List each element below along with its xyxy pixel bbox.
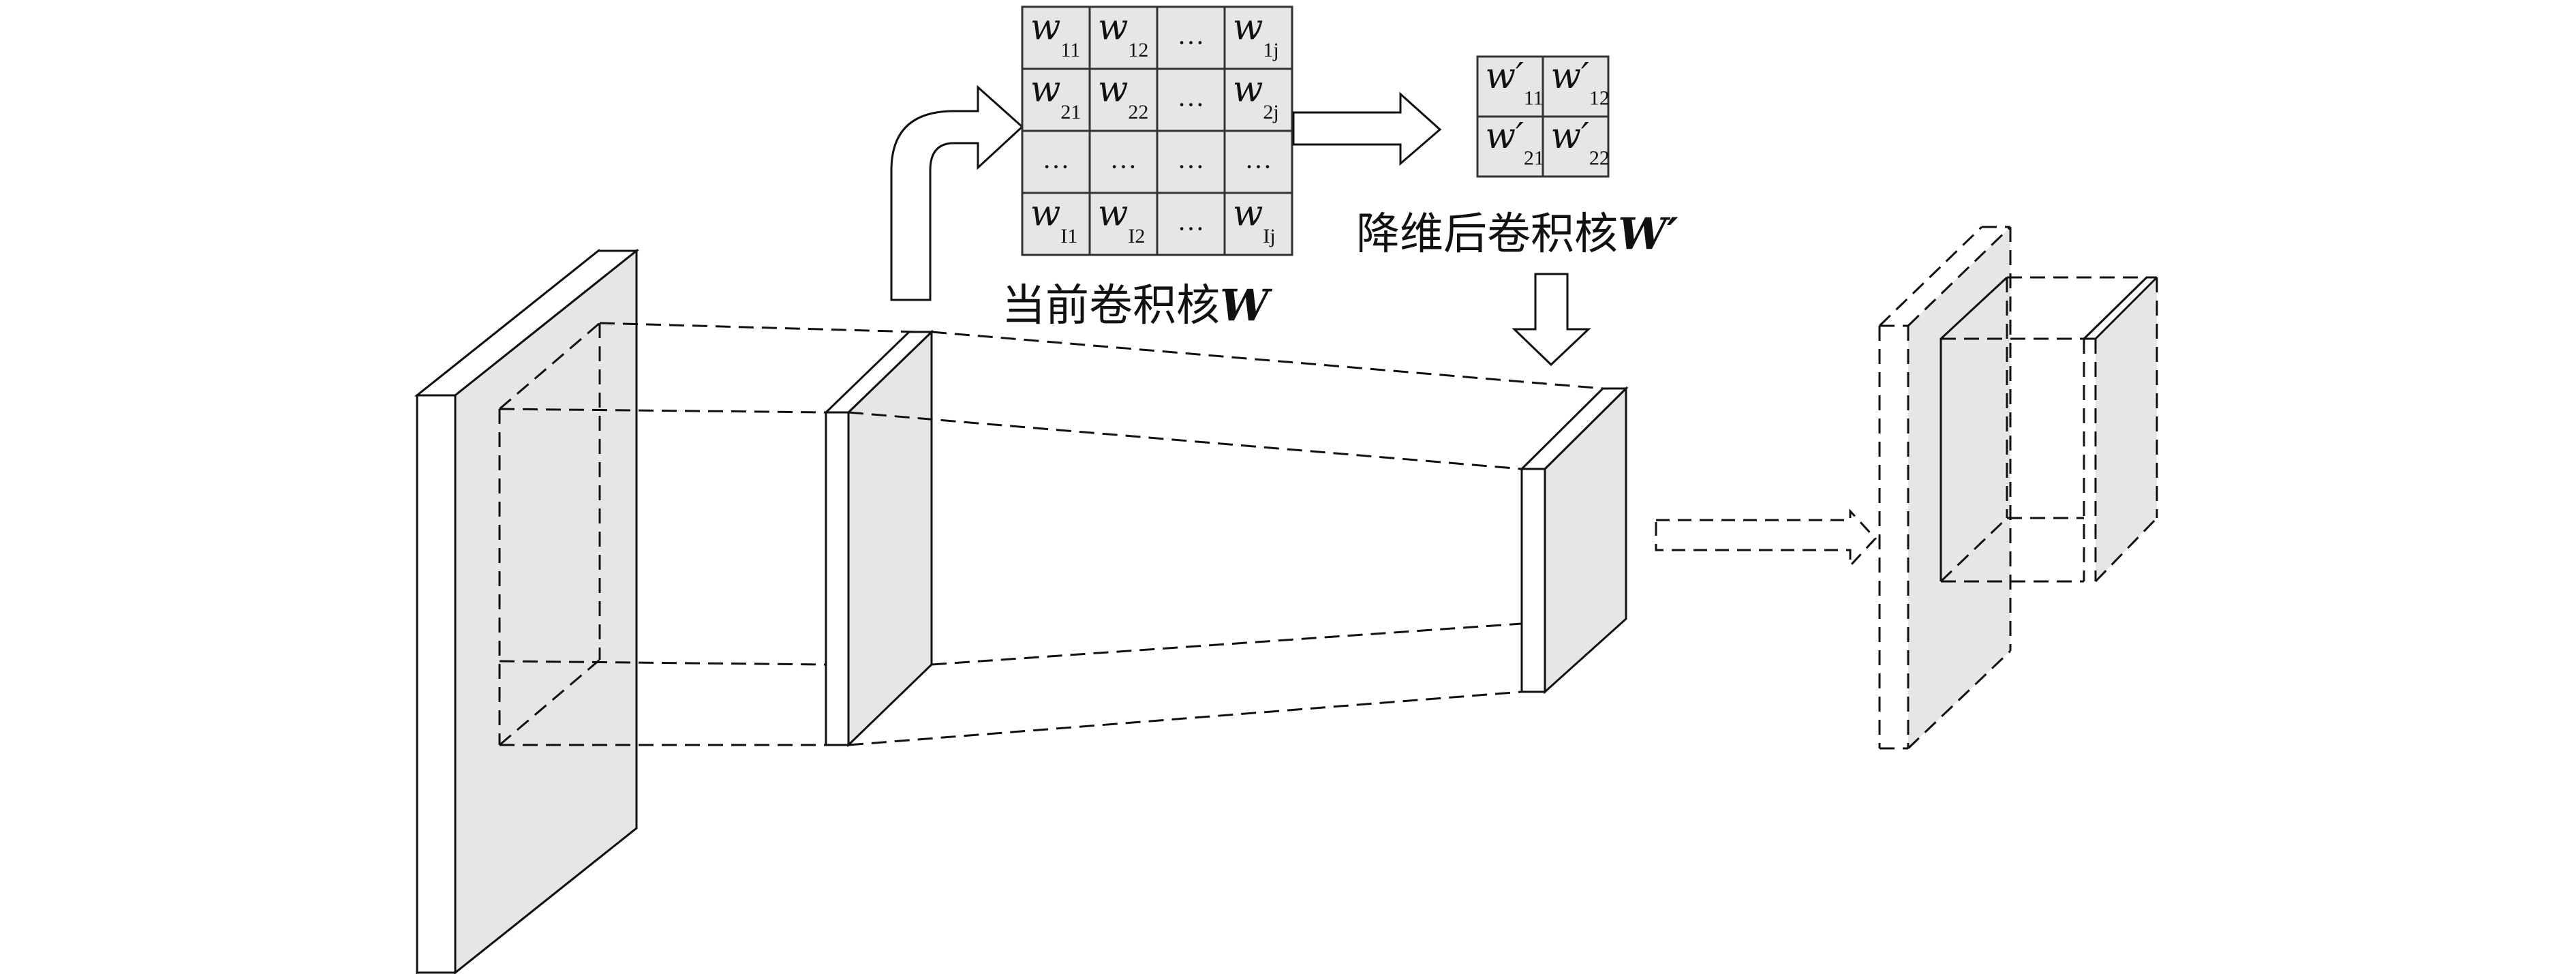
input-feature-block: [414, 248, 640, 974]
reduced-plate-edge: [1520, 468, 1546, 693]
matrix-w-cell-0-3: w1j: [1233, 7, 1279, 61]
matrix-w-reduced-cell-0-0: w′11: [1486, 56, 1544, 110]
matrix-w-cell-bg: [1223, 130, 1293, 194]
matrix-w-cell-1-1: w22: [1098, 69, 1149, 123]
matrix-w-reduced-cell-1-0: w′21: [1486, 116, 1544, 170]
arrow-to-reduced-matrix: [1292, 91, 1442, 166]
matrix-w-cell-bg: [1088, 5, 1159, 70]
output-feature-block: [1878, 226, 2012, 750]
matrix-w-reduced-cell-0-1: w′12: [1551, 56, 1610, 110]
matrix-w-cell-bg: [1021, 130, 1091, 194]
output-small-shaded-face: [2096, 277, 2157, 581]
matrix-w-cell-1-0: w21: [1030, 69, 1082, 123]
matrix-w-cell-bg: [1156, 130, 1226, 194]
down-arrow-to-reduced-plate: [1512, 273, 1591, 367]
matrix-w-cell-bg: [1223, 192, 1293, 256]
matrix-w-cell-2-3: …: [1245, 144, 1272, 174]
matrix-w-cell-3-0: wI1: [1030, 193, 1078, 247]
matrix-w-reduced-cell-bg: [1542, 115, 1610, 178]
matrix-w-cell-bg: [1021, 192, 1091, 256]
output-dashed-arrow: [1655, 508, 1877, 568]
matrix-w-cell-bg: [1223, 5, 1293, 70]
matrix-w-cell-3-3: wIj: [1233, 193, 1276, 247]
matrix-w-reduced: w′11w′12w′21w′22: [1476, 55, 1610, 178]
matrix-w-cell-2-2: …: [1178, 144, 1205, 174]
matrix-w-cell-bg: [1021, 67, 1091, 132]
matrix-w-cell-1-3: w2j: [1233, 69, 1279, 123]
matrix-w: w11 w12 … w1j w21 w22 … w2j … … … … wI1 wI2 … wIj: [1021, 5, 1293, 256]
reduced-kernel-caption: 降维后卷积核W′: [1356, 209, 1678, 260]
matrix-w-cell-0-1: w12: [1098, 7, 1149, 61]
current-kernel-caption: 当前卷积核W: [1002, 280, 1273, 331]
matrix-w-cell-2-0: …: [1043, 144, 1070, 174]
matrix-w-reduced-cell-bg: [1476, 115, 1544, 178]
matrix-w-cell-1-2: …: [1178, 82, 1205, 112]
matrix-w-cell-3-1: wI2: [1098, 193, 1146, 247]
matrix-w-cell-0-2: …: [1178, 20, 1205, 50]
matrix-w-cell-bg: [1021, 5, 1091, 70]
matrix-w-reduced-cell-bg: [1542, 55, 1610, 118]
matrix-w-cell-2-1: …: [1110, 144, 1137, 174]
matrix-w-cell-bg: [1156, 192, 1226, 256]
reduced-kernel-plate: [1519, 386, 1629, 695]
current-plate-edge: [825, 411, 850, 746]
input-block-edge: [416, 394, 457, 974]
output-small-block: [1941, 276, 2158, 583]
projection-lines: [499, 322, 1604, 746]
matrix-w-cell-bg: [1088, 192, 1159, 256]
matrix-w-cell-bg: [1223, 67, 1293, 132]
matrix-w-cell-3-2: …: [1178, 206, 1205, 237]
matrix-w-cell-0-0: w11: [1030, 7, 1080, 61]
matrix-w-reduced-cell-1-1: w′22: [1551, 116, 1610, 170]
curved-arrow-to-matrix-w: [890, 85, 1024, 301]
output-block-shaded-face: [1908, 227, 2010, 748]
matrix-w-cell-bg: [1088, 67, 1159, 132]
input-receptive-field: [498, 322, 601, 746]
current-kernel-plate: [823, 329, 934, 748]
